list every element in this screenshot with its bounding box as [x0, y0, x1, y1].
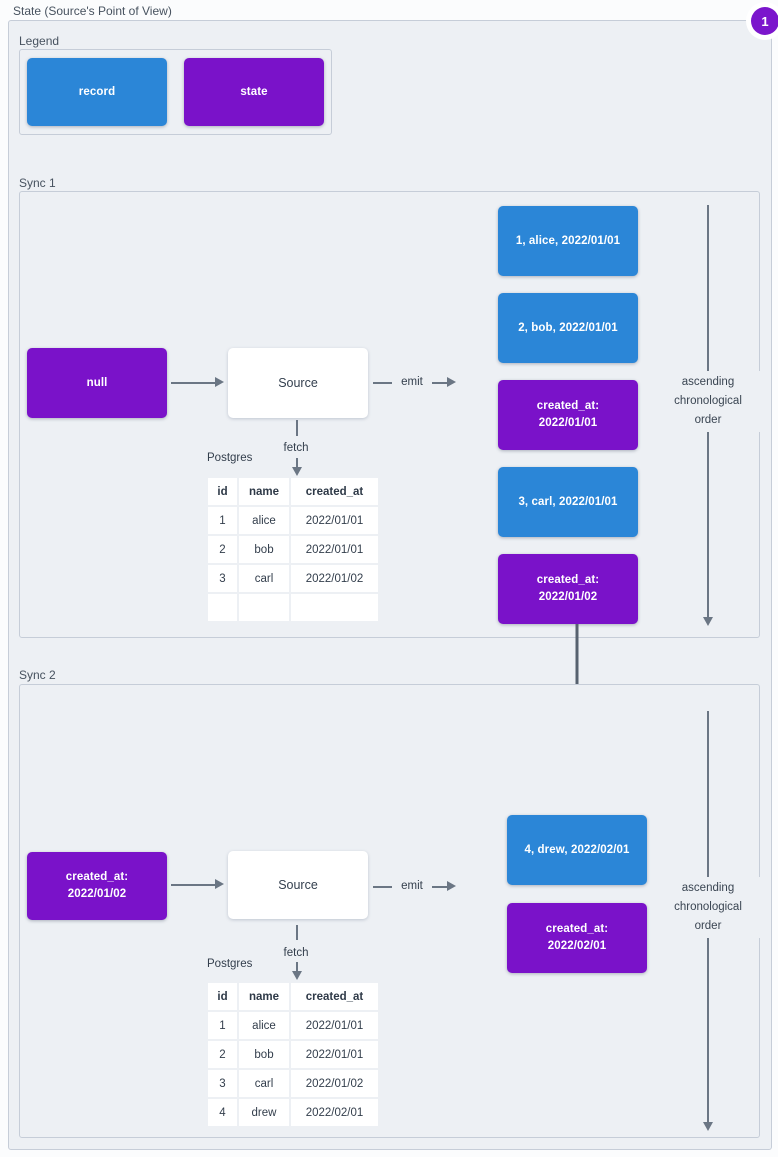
table-cell: 2022/01/01 [291, 1041, 378, 1068]
table-cell: 3 [208, 565, 237, 592]
table-cell: 2 [208, 1041, 237, 1068]
table-cell [291, 594, 378, 621]
sync1-input-state-box: null [27, 348, 167, 418]
table-cell [239, 594, 289, 621]
sync2-order-note: ascending chronological order [656, 877, 760, 938]
sync1-emitted-record-1: 1, alice, 2022/01/01 [498, 206, 638, 276]
sync1-emitted-state-2: created_at: 2022/01/02 [498, 554, 638, 624]
page-title: State (Source's Point of View) [13, 4, 172, 18]
table-header-cell: id [208, 478, 237, 505]
table-header-cell: name [239, 478, 289, 505]
legend-record-swatch: record [27, 58, 167, 126]
sync1-emitted-record-3: 3, carl, 2022/01/01 [498, 467, 638, 537]
sync1-arrow-state-to-source-head-icon [215, 377, 224, 387]
table-cell: 2022/01/02 [291, 565, 378, 592]
sync2-emit-label: emit [392, 878, 432, 894]
sync1-postgres-table: id name created_at 1 alice 2022/01/01 2 … [208, 478, 378, 621]
sync2-input-state-box: created_at: 2022/01/02 [27, 852, 167, 920]
sync2-db-label: Postgres [207, 956, 253, 972]
sync1-source-label: Source [278, 376, 318, 390]
sync2-fetch-line [296, 962, 298, 972]
table-cell: alice [239, 1012, 289, 1039]
sync1-emitted-state-1: created_at: 2022/01/01 [498, 380, 638, 450]
sync1-fetch-head-icon [292, 467, 302, 476]
sync2-fetch-label: fetch [270, 945, 322, 961]
sync2-fetch-stub [296, 925, 298, 940]
table-cell: 2022/01/01 [291, 1012, 378, 1039]
sync1-db-label: Postgres [207, 450, 253, 466]
table-cell: carl [239, 1070, 289, 1097]
table-cell: drew [239, 1099, 289, 1126]
sync1-emit-head-icon [447, 377, 456, 387]
sync2-fetch-head-icon [292, 971, 302, 980]
sync1-fetch-label: fetch [270, 440, 322, 456]
table-cell: 3 [208, 1070, 237, 1097]
table-cell: 2022/01/01 [291, 507, 378, 534]
sync2-postgres-table: id name created_at 1 alice 2022/01/01 2 … [208, 983, 378, 1126]
sync2-label: Sync 2 [19, 668, 56, 682]
sync2-arrow-state-to-source-line [171, 884, 217, 886]
sync1-label: Sync 1 [19, 176, 56, 190]
table-cell: 2022/01/02 [291, 1070, 378, 1097]
table-cell: 1 [208, 1012, 237, 1039]
sync1-order-arrow-head-icon [703, 617, 713, 626]
sync2-emitted-record-1: 4, drew, 2022/02/01 [507, 815, 647, 885]
sync1-fetch-line [296, 458, 298, 468]
table-cell: 2 [208, 536, 237, 563]
sync2-emitted-state-1: created_at: 2022/02/01 [507, 903, 647, 973]
legend-label: Legend [19, 34, 60, 48]
sync2-arrow-state-to-source-head-icon [215, 879, 224, 889]
legend-state-swatch: state [184, 58, 324, 126]
table-cell: alice [239, 507, 289, 534]
sync1-source-box: Source [228, 348, 368, 418]
table-cell: 2022/02/01 [291, 1099, 378, 1126]
table-header-cell: created_at [291, 983, 378, 1010]
table-header-cell: id [208, 983, 237, 1010]
sync2-emit-head-icon [447, 881, 456, 891]
table-header-cell: name [239, 983, 289, 1010]
sync1-emitted-record-2: 2, bob, 2022/01/01 [498, 293, 638, 363]
sync1-emit-label: emit [392, 374, 432, 390]
sync1-arrow-state-to-source-line [171, 382, 217, 384]
annotation-badge-number: 1 [751, 7, 778, 35]
sync1-order-note: ascending chronological order [656, 371, 760, 432]
table-cell: 2022/01/01 [291, 536, 378, 563]
table-cell: bob [239, 1041, 289, 1068]
table-cell [208, 594, 237, 621]
sync2-source-box: Source [228, 851, 368, 919]
table-cell: 1 [208, 507, 237, 534]
table-cell: carl [239, 565, 289, 592]
sync2-order-arrow-head-icon [703, 1122, 713, 1131]
sync1-fetch-stub [296, 420, 298, 436]
annotation-badge: 1 [746, 2, 778, 40]
table-cell: bob [239, 536, 289, 563]
table-header-cell: created_at [291, 478, 378, 505]
sync2-source-label: Source [278, 878, 318, 892]
table-cell: 4 [208, 1099, 237, 1126]
